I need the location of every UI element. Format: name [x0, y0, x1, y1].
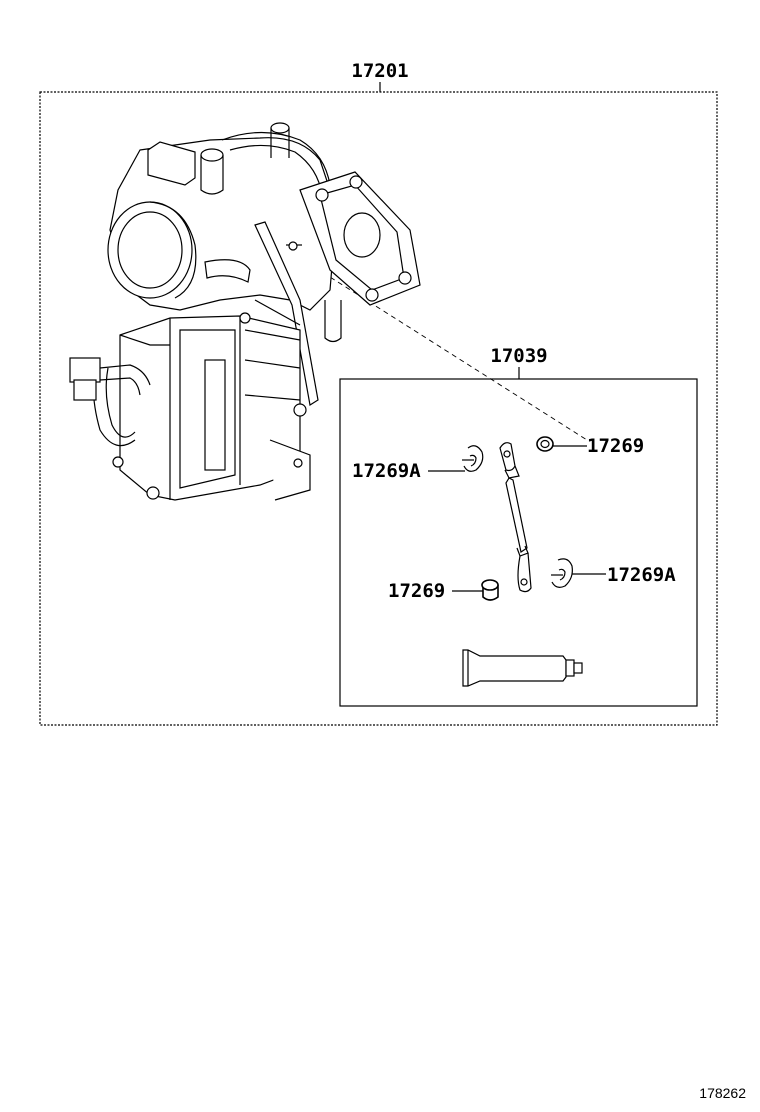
kit-part-number[interactable]: 17039	[490, 345, 547, 367]
grease-tube-icon	[462, 649, 583, 687]
illustration-reference-number: 178262	[699, 1085, 746, 1101]
bushing-bottom-icon	[481, 579, 499, 601]
bushing-top-part-number[interactable]: 17269	[587, 435, 644, 457]
actuator-rod-icon	[499, 442, 532, 593]
assembly-frame	[39, 91, 718, 726]
assembly-part-number[interactable]: 17201	[351, 60, 408, 82]
clip-right-icon	[551, 558, 573, 588]
turbocharger-illustration	[69, 122, 421, 501]
clip-right-part-number[interactable]: 17269A	[607, 564, 676, 586]
bushing-bottom-part-number[interactable]: 17269	[388, 580, 445, 602]
clip-left-part-number[interactable]: 17269A	[352, 460, 421, 482]
clip-left-icon	[462, 445, 484, 472]
locator-dashed-line	[299, 257, 588, 441]
bushing-top-icon	[536, 436, 554, 452]
